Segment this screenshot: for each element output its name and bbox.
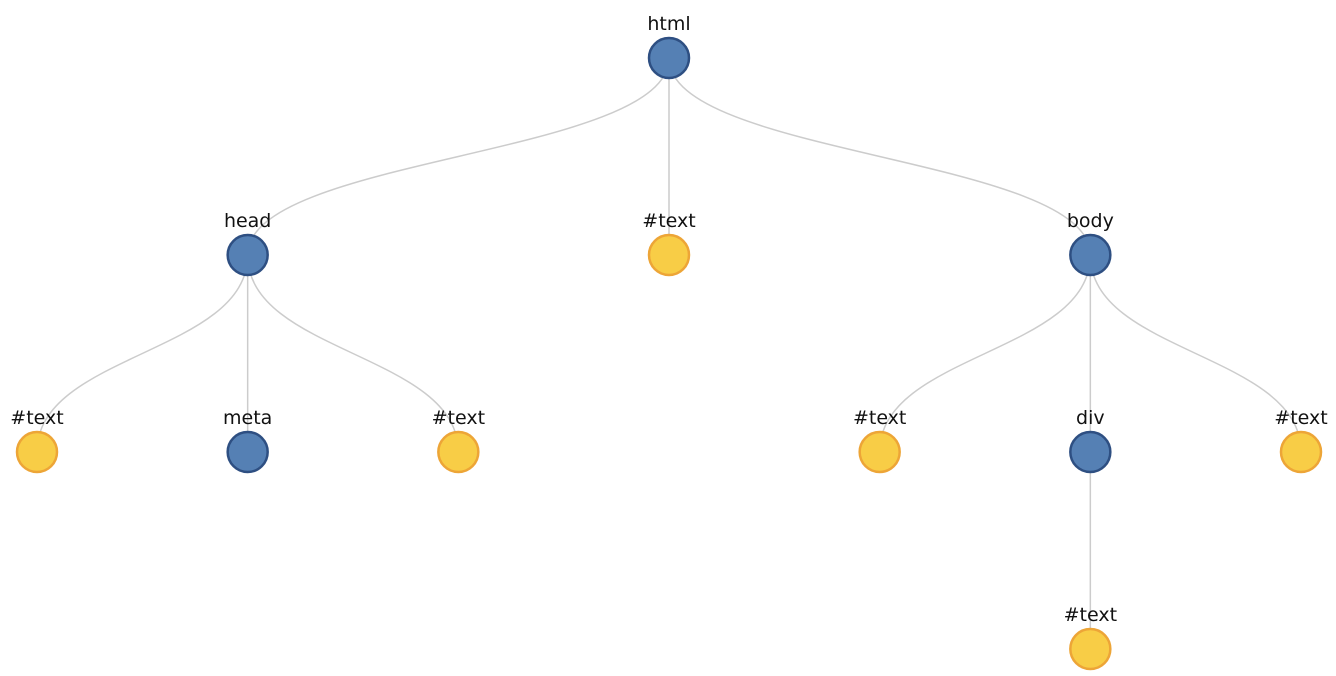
node-label: html (647, 13, 690, 35)
node-label: #text (432, 407, 485, 429)
text-node[interactable]: #text (10, 407, 64, 474)
node-circle[interactable] (647, 233, 691, 277)
node-circle[interactable] (1069, 627, 1112, 671)
text-node[interactable]: #text (853, 407, 906, 474)
element-node-div[interactable]: div (1069, 407, 1112, 474)
node-circle[interactable] (15, 430, 59, 474)
element-node-body[interactable]: body (1067, 210, 1114, 277)
node-circle[interactable] (226, 430, 269, 474)
tree-links (36, 57, 1302, 649)
node-circle[interactable] (858, 430, 901, 474)
node-label: #text (642, 210, 695, 232)
node-circle[interactable] (437, 430, 480, 474)
tree-link-head-to-text (246, 254, 460, 453)
node-label: div (1076, 407, 1105, 429)
node-label: #text (1064, 604, 1117, 626)
text-node[interactable]: #text (432, 407, 485, 474)
node-circle[interactable] (1279, 430, 1323, 474)
element-node-head[interactable]: head (224, 210, 271, 277)
element-node-html[interactable]: html (647, 13, 691, 80)
text-node[interactable]: #text (1064, 604, 1117, 671)
node-label: #text (10, 407, 63, 429)
element-node-meta[interactable]: meta (223, 407, 272, 474)
tree-link-html-to-body (668, 57, 1092, 256)
node-label: body (1067, 210, 1114, 232)
tree-link-head-to-text (36, 254, 249, 453)
node-circle[interactable] (647, 36, 691, 80)
node-label: head (224, 210, 271, 232)
node-circle[interactable] (226, 233, 269, 277)
node-label: #text (1274, 407, 1327, 429)
tree-link-html-to-head (246, 57, 670, 256)
node-label: meta (223, 407, 272, 429)
tree-link-body-to-text (878, 254, 1092, 453)
node-label: #text (853, 407, 906, 429)
node-circle[interactable] (1069, 430, 1112, 474)
tree-link-body-to-text (1089, 254, 1302, 453)
text-node[interactable]: #text (1274, 407, 1328, 474)
tree-nodes: html head #text meta #text #text body #text div #… (10, 13, 1328, 671)
node-circle[interactable] (1069, 233, 1112, 277)
text-node[interactable]: #text (642, 210, 696, 277)
